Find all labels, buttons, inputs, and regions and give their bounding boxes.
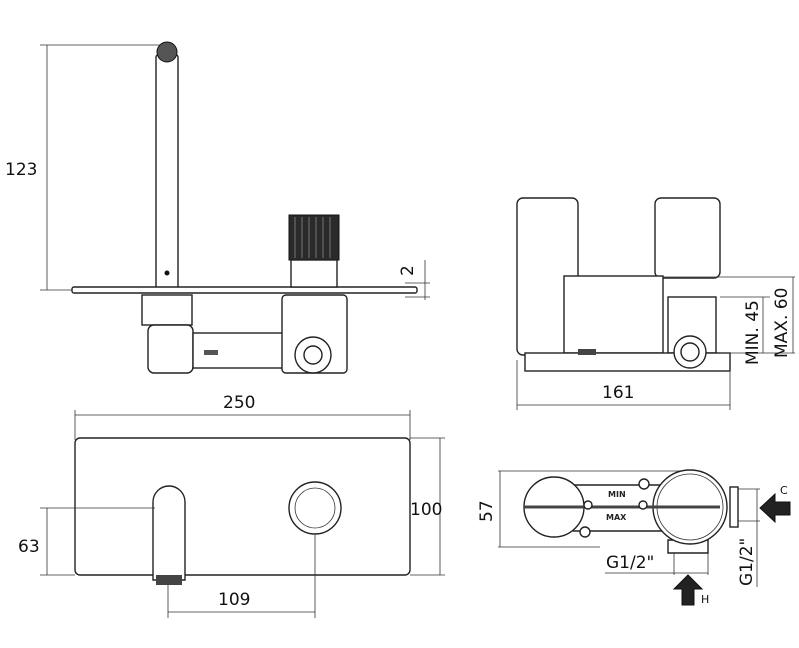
plate-width-label: 250 [223, 393, 255, 413]
spout [152, 485, 186, 581]
handle [288, 481, 342, 535]
cold-thread-label: G1/2" [737, 538, 757, 586]
height-label: 123 [5, 160, 37, 180]
wall-plate [71, 286, 418, 294]
min-mark: MIN [608, 490, 626, 499]
hot-thread-label: G1/2" [606, 553, 654, 573]
spout-height-label: 63 [18, 537, 40, 557]
width-label: 161 [602, 383, 634, 403]
front-view: 250 100 63 109 [18, 393, 445, 618]
top-view: 57 MIN MAX G1/2" G1/2" C H [477, 469, 791, 606]
hot-label: H [701, 593, 709, 606]
plate-height-label: 100 [410, 500, 442, 520]
max-mark: MAX [606, 513, 627, 522]
hot-inlet-arrow-icon [672, 574, 704, 606]
cover-plate [74, 437, 411, 576]
min-depth-label: MIN. 45 [743, 300, 763, 365]
right-cylinder [654, 197, 721, 279]
max-depth-label: MAX. 60 [772, 288, 792, 358]
end-view: MIN. 45 MAX. 60 161 [516, 197, 795, 410]
cold-inlet-arrow-icon [759, 492, 791, 524]
spout-tube [155, 54, 179, 291]
spacing-label: 109 [218, 590, 250, 610]
handle-knob [288, 214, 340, 261]
plate-thickness-label: 2 [398, 265, 418, 276]
aerator-icon [156, 41, 178, 63]
depth-label: 57 [477, 500, 497, 522]
cold-label: C [780, 484, 788, 497]
side-view: 123 2 [5, 41, 430, 374]
